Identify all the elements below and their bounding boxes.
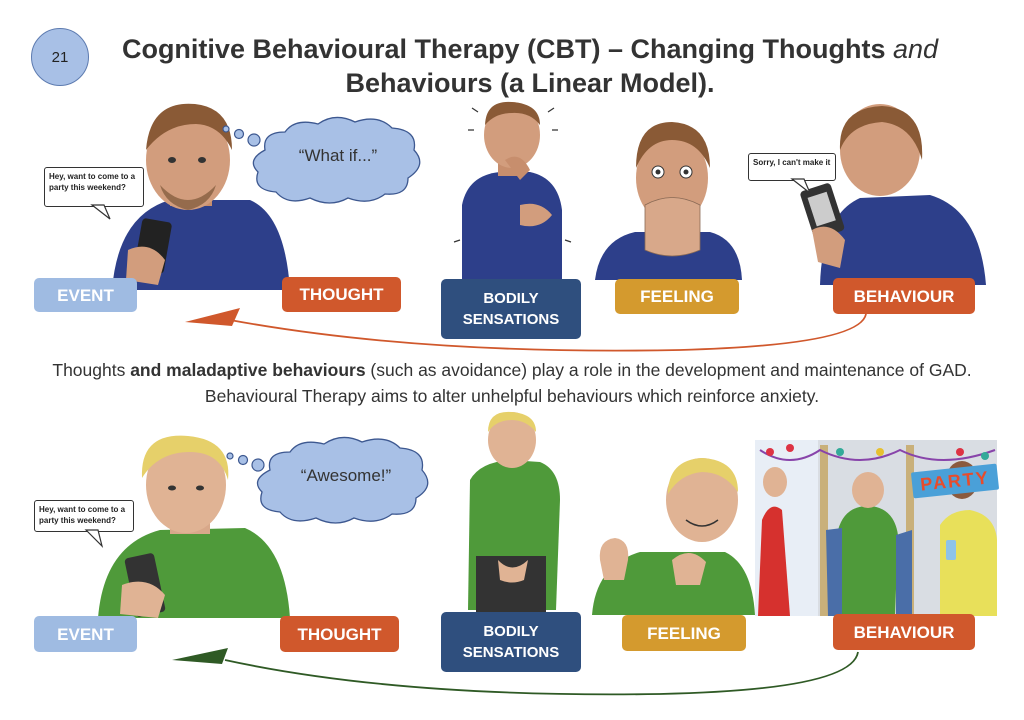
reply-message-bubble: Sorry, I can't make it: [748, 153, 836, 181]
woman-red-dress: [758, 506, 790, 616]
thought-text-top: “What if...”: [298, 146, 378, 165]
thought-dot: [226, 452, 234, 460]
incoming-message-text: Hey, want to come to a party this weeken…: [39, 505, 126, 525]
thought-text-bottom: “Awesome!”: [300, 466, 392, 485]
label-feeling-bottom: FEELING: [622, 615, 746, 651]
explanation-bold: and maladaptive behaviours: [130, 360, 366, 380]
calm-man-reading-phone: [98, 435, 290, 618]
explanation-part2: (such as avoidance) play a role in the d…: [204, 360, 972, 406]
label-behaviour-bottom: BEHAVIOUR: [833, 614, 975, 650]
incoming-message-bubble-bottom: Hey, want to come to a party this weeken…: [34, 500, 134, 532]
page-number-badge: 21: [31, 28, 89, 86]
fearful-man-biting-nails: [595, 122, 742, 280]
page-number: 21: [51, 48, 69, 66]
label-bodily-sensations-top: BODILY SENSATIONS: [441, 279, 581, 339]
page-title: Cognitive Behavioural Therapy (CBT) – Ch…: [100, 32, 960, 100]
arrow-head-top: [185, 308, 240, 326]
thought-dot: [247, 133, 261, 147]
label-behaviour-top: BEHAVIOUR: [833, 278, 975, 314]
anxious-man-reading-phone: [112, 103, 290, 290]
title-line2: Behaviours (a Linear Model).: [345, 68, 715, 98]
incoming-message-text: Hey, want to come to a party this weeken…: [49, 172, 136, 192]
reply-message-text: Sorry, I can't make it: [753, 158, 831, 167]
title-italic-word: and: [892, 34, 939, 64]
thought-dot: [222, 125, 230, 133]
label-thought-bottom: THOUGHT: [280, 616, 399, 652]
arrow-head-bottom: [172, 648, 228, 664]
title-line1: Cognitive Behavioural Therapy (CBT) – Ch…: [121, 34, 893, 64]
thought-cloud-top: [252, 116, 421, 204]
speech-tail: [84, 529, 104, 548]
explanation-part1: Thoughts: [52, 360, 131, 380]
label-event-top: EVENT: [34, 278, 137, 312]
thought-dot: [237, 454, 249, 466]
incoming-message-bubble-top: Hey, want to come to a party this weeken…: [44, 167, 144, 207]
thought-cloud-bottom: [256, 436, 429, 524]
speech-tail: [790, 178, 811, 194]
speech-tail: [90, 204, 111, 220]
thought-dot: [233, 128, 245, 140]
label-feeling-top: FEELING: [615, 279, 739, 314]
man-texting-reply-back-view: [800, 104, 986, 285]
explanation-text: Thoughts and maladaptive behaviours (suc…: [40, 357, 984, 409]
thought-dot: [251, 458, 265, 472]
label-bodily-sensations-bottom: BODILY SENSATIONS: [441, 612, 581, 672]
label-thought-top: THOUGHT: [282, 277, 401, 312]
man-bodily-sensations: [453, 101, 572, 285]
label-event-bottom: EVENT: [34, 616, 137, 652]
happy-cheering-man: [592, 458, 755, 615]
relaxed-standing-man: [468, 411, 560, 612]
